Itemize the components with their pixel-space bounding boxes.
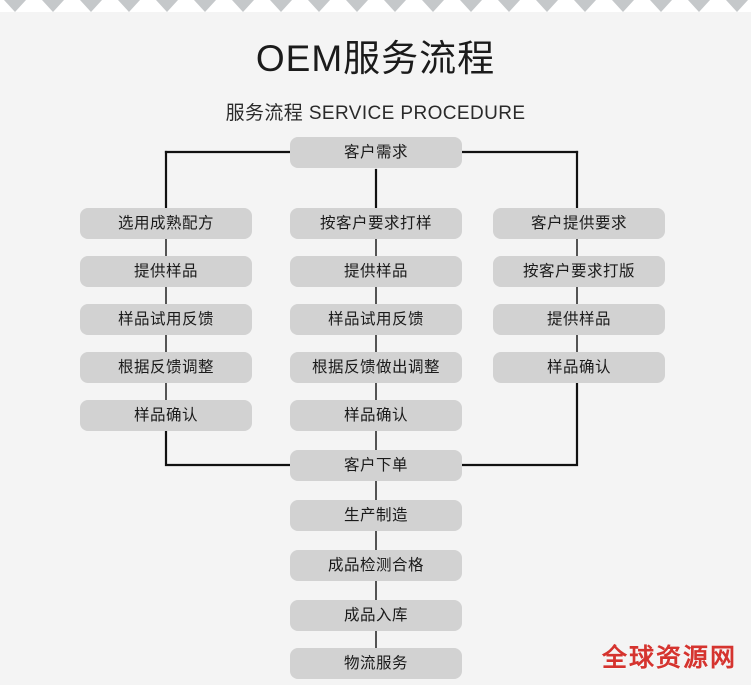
flow-node-middle-1[interactable]: 按客户要求打样 <box>290 208 462 239</box>
flow-node-middle-3[interactable]: 样品试用反馈 <box>290 304 462 335</box>
flow-node-start[interactable]: 客户需求 <box>290 137 462 168</box>
flow-node-right-2[interactable]: 按客户要求打版 <box>493 256 665 287</box>
flow-node-middle-2[interactable]: 提供样品 <box>290 256 462 287</box>
flow-node-tail-4[interactable]: 物流服务 <box>290 648 462 679</box>
scallop-teeth-icon <box>0 0 751 14</box>
flow-node-right-4[interactable]: 样品确认 <box>493 352 665 383</box>
flow-node-middle-5[interactable]: 样品确认 <box>290 400 462 431</box>
flow-node-right-3[interactable]: 提供样品 <box>493 304 665 335</box>
flow-node-right-1[interactable]: 客户提供要求 <box>493 208 665 239</box>
scalloped-edge-decoration <box>0 0 751 14</box>
flow-node-tail-3[interactable]: 成品入库 <box>290 600 462 631</box>
flow-node-left-3[interactable]: 样品试用反馈 <box>80 304 252 335</box>
flow-node-left-4[interactable]: 根据反馈调整 <box>80 352 252 383</box>
flow-node-tail-1[interactable]: 生产制造 <box>290 500 462 531</box>
page-title: OEM服务流程 <box>255 38 496 79</box>
flow-node-middle-4[interactable]: 根据反馈做出调整 <box>290 352 462 383</box>
flow-node-tail-2[interactable]: 成品检测合格 <box>290 550 462 581</box>
flow-node-merge[interactable]: 客户下单 <box>290 450 462 481</box>
watermark: 全球资源网 <box>601 644 737 672</box>
flow-node-left-2[interactable]: 提供样品 <box>80 256 252 287</box>
flow-node-left-1[interactable]: 选用成熟配方 <box>80 208 252 239</box>
page-subtitle: 服务流程 SERVICE PROCEDURE <box>225 103 526 124</box>
flow-node-left-5[interactable]: 样品确认 <box>80 400 252 431</box>
